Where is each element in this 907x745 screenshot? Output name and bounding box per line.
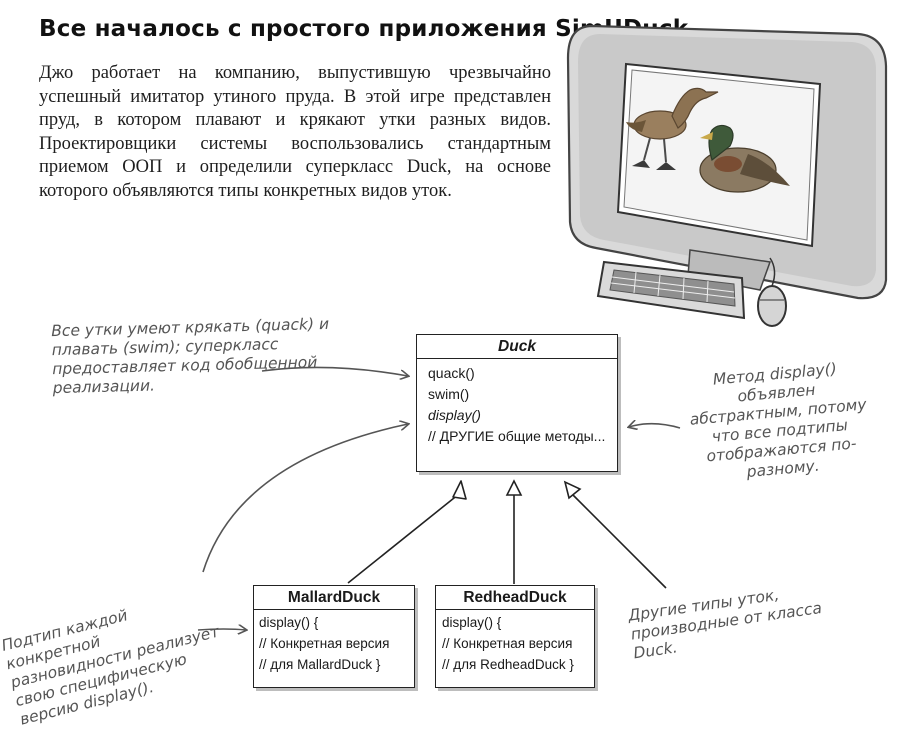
superclass-note-arrow [261,366,408,376]
intro-paragraph: Джо работает на компанию, выпустившую чр… [39,63,551,201]
subtype-curve-arrow [202,424,408,573]
redhead-duck-class-box: RedheadDuck display() { // Конкретная ве… [435,585,595,688]
female-duck-icon [626,87,719,170]
display-note-arrow [629,424,681,428]
method-quack: quack() [428,365,475,381]
mallard-duck-icon [699,124,790,193]
method-swim: swim() [428,386,470,402]
redhead-method-line: // Конкретная версия [442,636,573,651]
redhead-method-line: display() { [442,615,502,630]
redhead-class-name: RedheadDuck [436,586,594,610]
duck-class-box: Duck quack() swim() display() // ДРУГИЕ … [416,334,618,472]
mallard-class-name: MallardDuck [254,586,414,610]
mouse-icon [757,257,787,327]
mallard-method-line: display() { [259,615,319,630]
mallard-method-line: // Конкретная версия [259,636,390,651]
display-abstract-note: Метод display() объявлен абстрактным, по… [689,359,868,481]
mallard-duck-class-box: MallardDuck display() { // Конкретная ве… [253,585,415,688]
inheritance-arrows [347,479,667,589]
duck-class-name: Duck [417,335,617,359]
subtype-note-arrow [197,629,246,630]
method-other: // ДРУГИЕ общие методы... [428,428,606,444]
keyboard-icon [596,260,746,320]
mallard-method-line: // для MallardDuck } [259,657,381,672]
method-display: display() [428,407,481,423]
superclass-note: Все утки умеют крякать (quack) и плавать… [51,314,330,398]
redhead-method-line: // для RedheadDuck } [442,657,574,672]
